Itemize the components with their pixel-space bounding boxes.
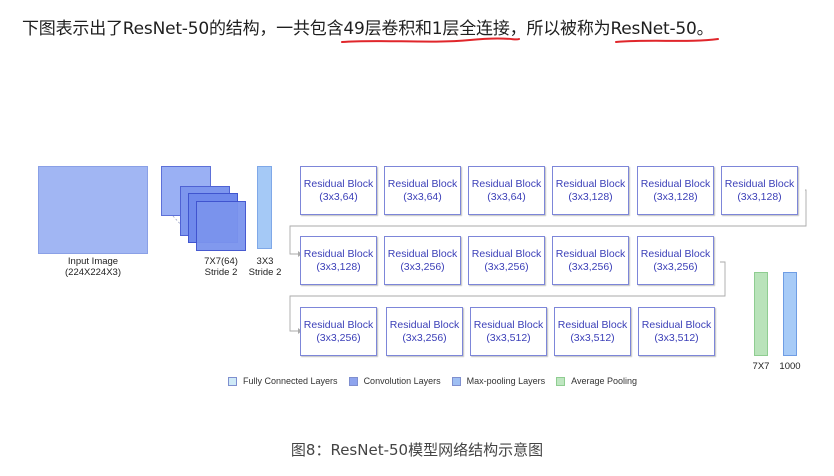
- figure-caption: 图8：ResNet-50模型网络结构示意图: [290, 441, 544, 459]
- residual-block: Residual Block(3x3,512): [554, 307, 631, 356]
- legend-swatch: [556, 376, 566, 386]
- legend-item-fully-connected: Fully Connected Layers: [228, 376, 338, 386]
- residual-block: Residual Block(3x3,64): [468, 166, 545, 215]
- intro-part2: ，所以被称为: [509, 19, 611, 39]
- conv-filter-square: [196, 201, 246, 251]
- legend-item-max-pooling: Max-pooling Layers: [451, 376, 545, 386]
- residual-block: Residual Block(3x3,128): [552, 166, 629, 215]
- residual-block: Residual Block(3x3,128): [300, 236, 377, 285]
- intro-text: 下图表示出了ResNet-50的结构，一共包含49层卷积和1层全连接，所以被称为…: [22, 17, 714, 41]
- fully-connected-bar: [783, 272, 797, 356]
- legend-swatch: [348, 376, 358, 386]
- input-image-box: [38, 166, 148, 254]
- legend-item-average-pooling: Average Pooling: [556, 376, 637, 386]
- fc-label: 1000: [779, 361, 801, 372]
- residual-block: Residual Block(3x3,128): [637, 166, 714, 215]
- intro-underlined-layers: 49层卷积和1层全连接: [343, 19, 510, 39]
- residual-block: Residual Block(3x3,64): [300, 166, 377, 215]
- input-image-label: Input Image (224X224X3): [65, 256, 121, 278]
- residual-block: Residual Block(3x3,256): [300, 307, 377, 356]
- legend-item-convolution: Convolution Layers: [348, 376, 441, 386]
- residual-block: Residual Block(3x3,256): [637, 236, 714, 285]
- residual-block: Residual Block(3x3,256): [386, 307, 463, 356]
- max-pool-bar: [257, 166, 272, 249]
- residual-block: Residual Block(3x3,256): [552, 236, 629, 285]
- max-pool-label: 3X3 Stride 2: [248, 256, 282, 278]
- intro-part3: 。: [696, 19, 714, 39]
- intro-underlined-model: ResNet-50: [610, 19, 697, 39]
- legend-swatch: [228, 376, 237, 386]
- residual-block: Residual Block(3x3,256): [468, 236, 545, 285]
- intro-part1: 下图表示出了ResNet-50的结构，一共包含: [22, 19, 344, 39]
- residual-block: Residual Block(3x3,64): [384, 166, 461, 215]
- conv-label: 7X7(64) Stride 2: [204, 256, 238, 278]
- residual-block: Residual Block(3x3,128): [721, 166, 798, 215]
- residual-block: Residual Block(3x3,256): [384, 236, 461, 285]
- legend: Fully Connected Layers Convolution Layer…: [228, 376, 648, 386]
- avg-pool-label: 7X7: [752, 361, 770, 372]
- residual-block: Residual Block(3x3,512): [638, 307, 715, 356]
- avg-pool-bar: [754, 272, 768, 356]
- residual-block: Residual Block(3x3,512): [470, 307, 547, 356]
- legend-swatch: [451, 376, 461, 386]
